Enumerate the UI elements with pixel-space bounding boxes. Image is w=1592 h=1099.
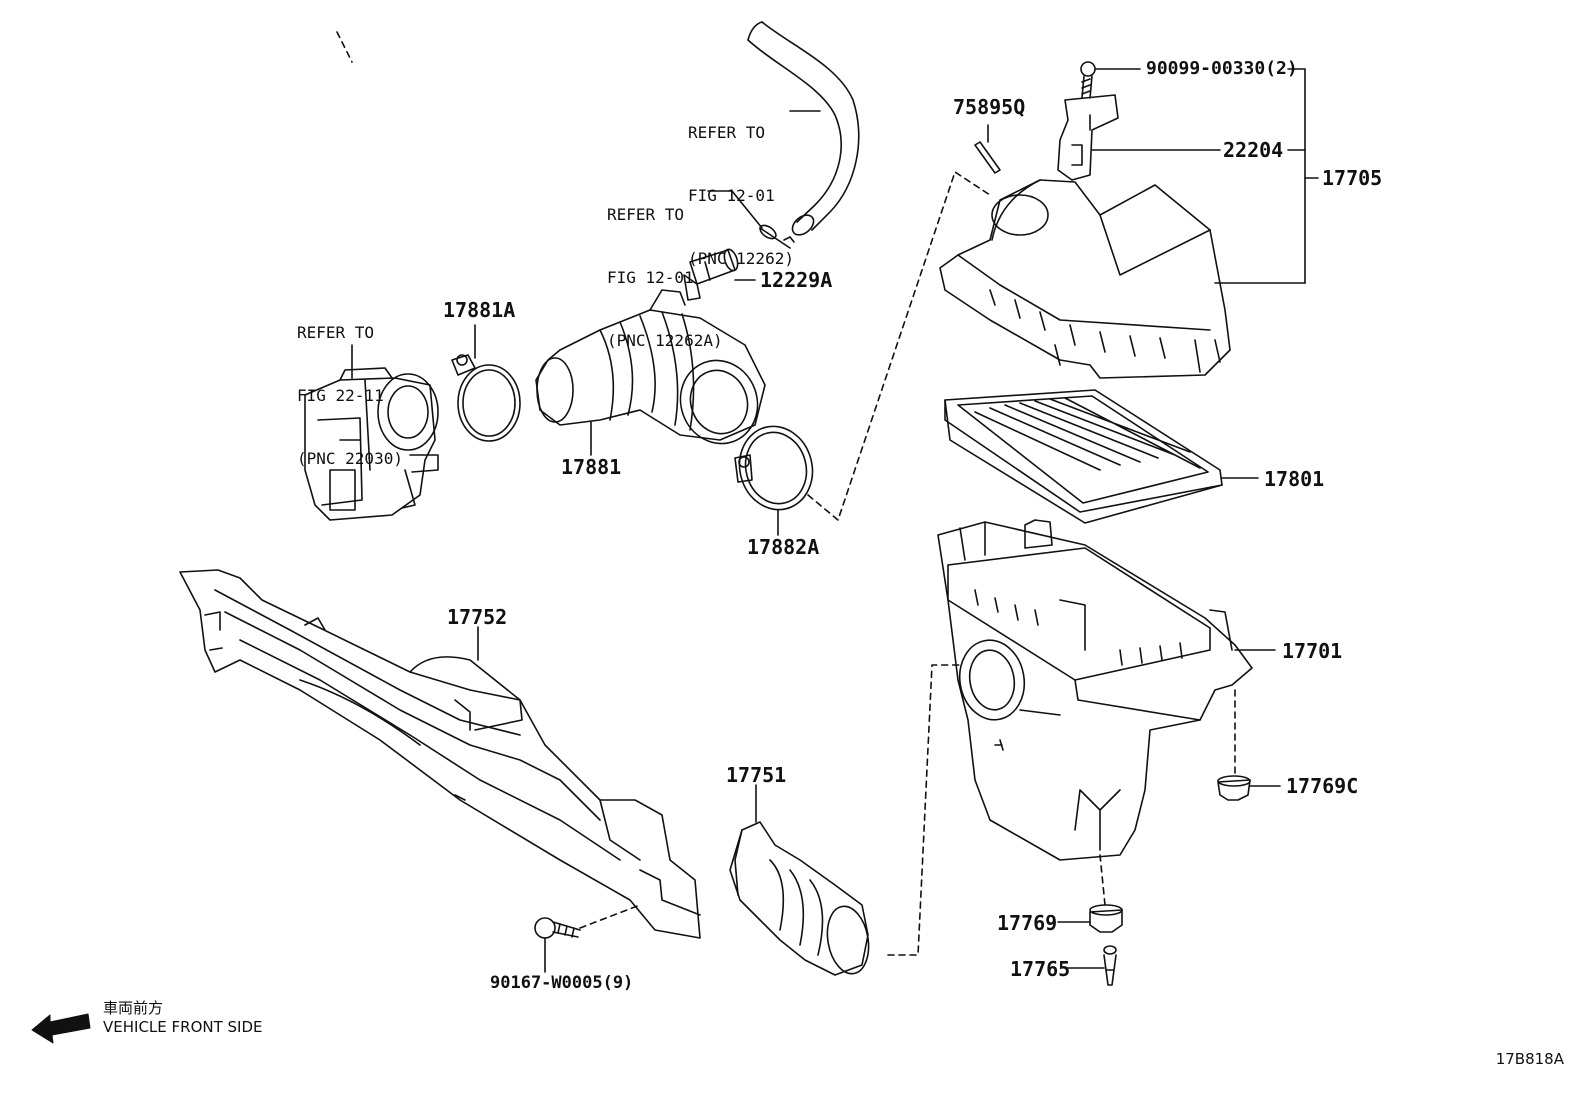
part-label-12229a[interactable]: 12229A: [760, 268, 833, 292]
part-label-22204[interactable]: 22204: [1223, 138, 1284, 162]
part-label-17751[interactable]: 17751: [726, 763, 787, 787]
air-filter-element-17801: [944, 389, 1223, 524]
union-nipple: [683, 248, 739, 301]
air-flow-meter-22204: [1057, 94, 1119, 181]
part-label-90099-00330[interactable]: 90099-00330(2): [1146, 58, 1298, 79]
air-cleaner-cap-17705: [939, 179, 1231, 379]
bolt-90099: [1080, 61, 1096, 99]
leader-lines: [351, 68, 1319, 973]
part-label-17769c[interactable]: 17769C: [1286, 774, 1359, 798]
air-cleaner-case-17701: [937, 519, 1253, 861]
part-label-75895q[interactable]: 75895Q: [953, 95, 1026, 119]
gasket-75895q: [974, 141, 1001, 174]
part-label-17881a[interactable]: 17881A: [443, 298, 516, 322]
part-label-17881[interactable]: 17881: [561, 455, 622, 479]
part-label-17765[interactable]: 17765: [1010, 957, 1071, 981]
intake-hose-17881: [535, 289, 766, 445]
part-label-17801[interactable]: 17801: [1264, 467, 1325, 491]
intake-duct-17752: [179, 569, 701, 939]
part-label-17705[interactable]: 17705: [1322, 166, 1383, 190]
grommet-17769: [1089, 904, 1123, 933]
part-label-17882a[interactable]: 17882A: [747, 535, 820, 559]
throttle-body: [304, 367, 439, 521]
arrow-left-icon: [31, 1013, 91, 1044]
direction-label-english: VEHICLE FRONT SIDE: [103, 1018, 263, 1036]
part-label-90167-w0005[interactable]: 90167-W0005(9): [490, 973, 634, 993]
hose-clamp-17882a: [734, 425, 814, 511]
pin-17765: [1103, 945, 1117, 986]
figure-id: 17B818A: [1495, 1050, 1564, 1068]
grommet-17769c: [1217, 775, 1251, 801]
reference-note-2: REFER TO FIG 12-01 (PNC 12262A): [607, 205, 723, 350]
part-label-17752[interactable]: 17752: [447, 605, 508, 629]
reference-note-3: REFER TO FIG 22-11 (PNC 22030): [297, 323, 403, 468]
intake-hose-17751: [729, 821, 870, 976]
part-label-17769[interactable]: 17769: [997, 911, 1058, 935]
direction-label-japanese: 車両前方: [103, 999, 164, 1017]
part-label-17701[interactable]: 17701: [1282, 639, 1343, 663]
hose-clamp-17881a: [451, 354, 521, 442]
breather-hose: [747, 21, 860, 236]
reference-note-1: REFER TO FIG 12-01 (PNC 12262): [688, 123, 794, 268]
bolt-90167: [534, 917, 581, 939]
